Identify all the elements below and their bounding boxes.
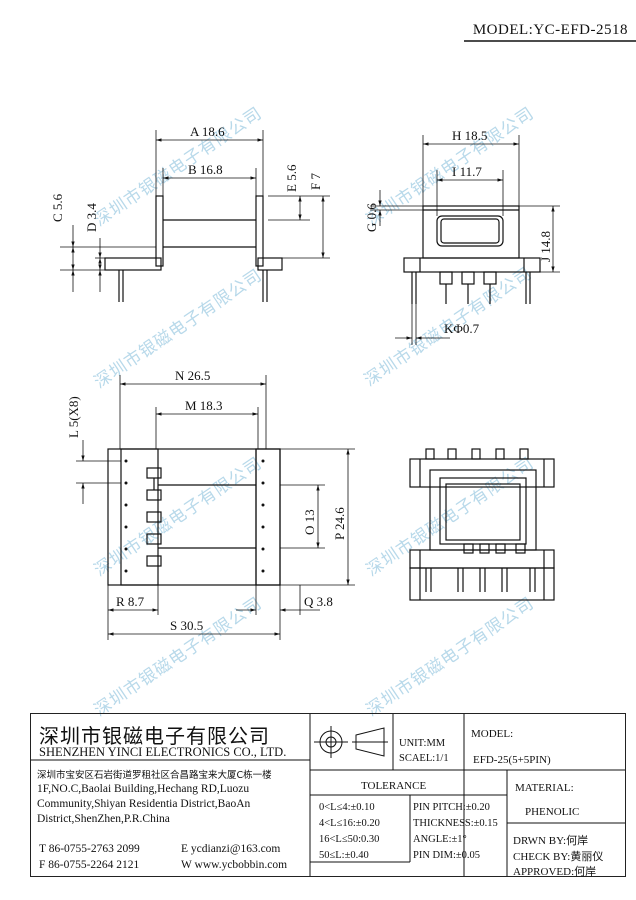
dim-S: S 30.5 — [170, 618, 203, 633]
dim-K: KΦ0.7 — [444, 321, 480, 336]
model-value: EFD-25(5+5PIN) — [473, 754, 551, 766]
front-view-dims — [370, 135, 560, 345]
dim-M: M 18.3 — [185, 398, 223, 413]
approved-by: APPROVED:何岸 — [513, 866, 597, 878]
dim-R: R 8.7 — [116, 594, 145, 609]
pin-tol-1: PIN PITCH:±0.20 — [413, 802, 490, 813]
dim-P: P 24.6 — [332, 507, 347, 540]
checked-by: CHECK BY:黄丽仪 — [513, 851, 604, 863]
plan-view-pins — [124, 459, 265, 573]
model-number: MODEL:YC-EFD-2518 — [472, 22, 628, 38]
material-value: PHENOLIC — [525, 806, 580, 818]
front-view — [403, 205, 541, 304]
pin-tol-2: THICKNESS:±0.15 — [413, 818, 498, 829]
address-en-2: Community,Shiyan Residentia District,Bao… — [37, 798, 251, 810]
email: E ycdianzi@163.com — [181, 843, 281, 855]
scale: SCAEL:1/1 — [399, 753, 449, 764]
side-view-dims — [60, 130, 330, 292]
plan-view-dims — [76, 375, 355, 640]
dim-L: L 5(X8) — [66, 396, 81, 438]
dim-F: F 7 — [308, 173, 323, 190]
dim-J: J 14.8 — [538, 231, 553, 262]
company-name-cn: 深圳市银磁电子有限公司 — [39, 724, 270, 748]
title-block: 深圳市银磁电子有限公司 SHENZHEN YINCI ELECTRONICS C… — [30, 713, 626, 878]
tolerance-4: 50≤L:±0.40 — [319, 850, 369, 861]
website: W www.ycbobbin.com — [181, 859, 288, 871]
dim-O: O 13 — [302, 509, 317, 535]
tolerance-1: 0<L≤4:±0.10 — [319, 802, 375, 813]
model-label: MODEL: — [471, 728, 514, 740]
dim-B: B 16.8 — [188, 162, 223, 177]
tolerance-title: TOLERANCE — [361, 780, 427, 792]
side-view — [104, 195, 283, 302]
company-name-en: SHENZHEN YINCI ELECTRONICS CO., LTD. — [39, 745, 287, 759]
pin-tol-3: ANGLE:±1° — [413, 834, 467, 845]
address-en-1: 1F,NO.C,Baolai Building,Hechang RD,Luozu — [37, 783, 250, 795]
unit: UNIT:MM — [399, 738, 446, 749]
dim-D: D 3.4 — [84, 203, 99, 232]
drawn-by: DRWN BY:何岸 — [513, 835, 589, 847]
dim-I: I 11.7 — [452, 164, 482, 179]
plan-view — [107, 448, 281, 586]
dim-A: A 18.6 — [190, 124, 225, 139]
tolerance-2: 4<L≤16:±0.20 — [319, 818, 380, 829]
tolerance-3: 16<L≤50:0.30 — [319, 834, 380, 845]
address-cn: 深圳市宝安区石岩街道罗租社区合昌路宝来大厦C栋一楼 — [37, 770, 272, 781]
dim-N: N 26.5 — [175, 368, 210, 383]
end-view — [409, 448, 555, 601]
material-label: MATERIAL: — [515, 782, 574, 794]
dim-Q: Q 3.8 — [304, 594, 333, 609]
dim-H: H 18.5 — [452, 128, 487, 143]
dim-C: C 5.6 — [50, 193, 65, 222]
dim-G: G 0.6 — [364, 203, 379, 232]
address-en-3: District,ShenZhen,P.R.China — [37, 813, 170, 825]
dim-E: E 5.6 — [284, 164, 299, 192]
title-block-grid — [30, 713, 626, 877]
pin-tol-4: PIN DIM:±0.05 — [413, 850, 481, 861]
fax: F 86-0755-2264 2121 — [39, 859, 140, 871]
tel: T 86-0755-2763 2099 — [39, 843, 140, 855]
